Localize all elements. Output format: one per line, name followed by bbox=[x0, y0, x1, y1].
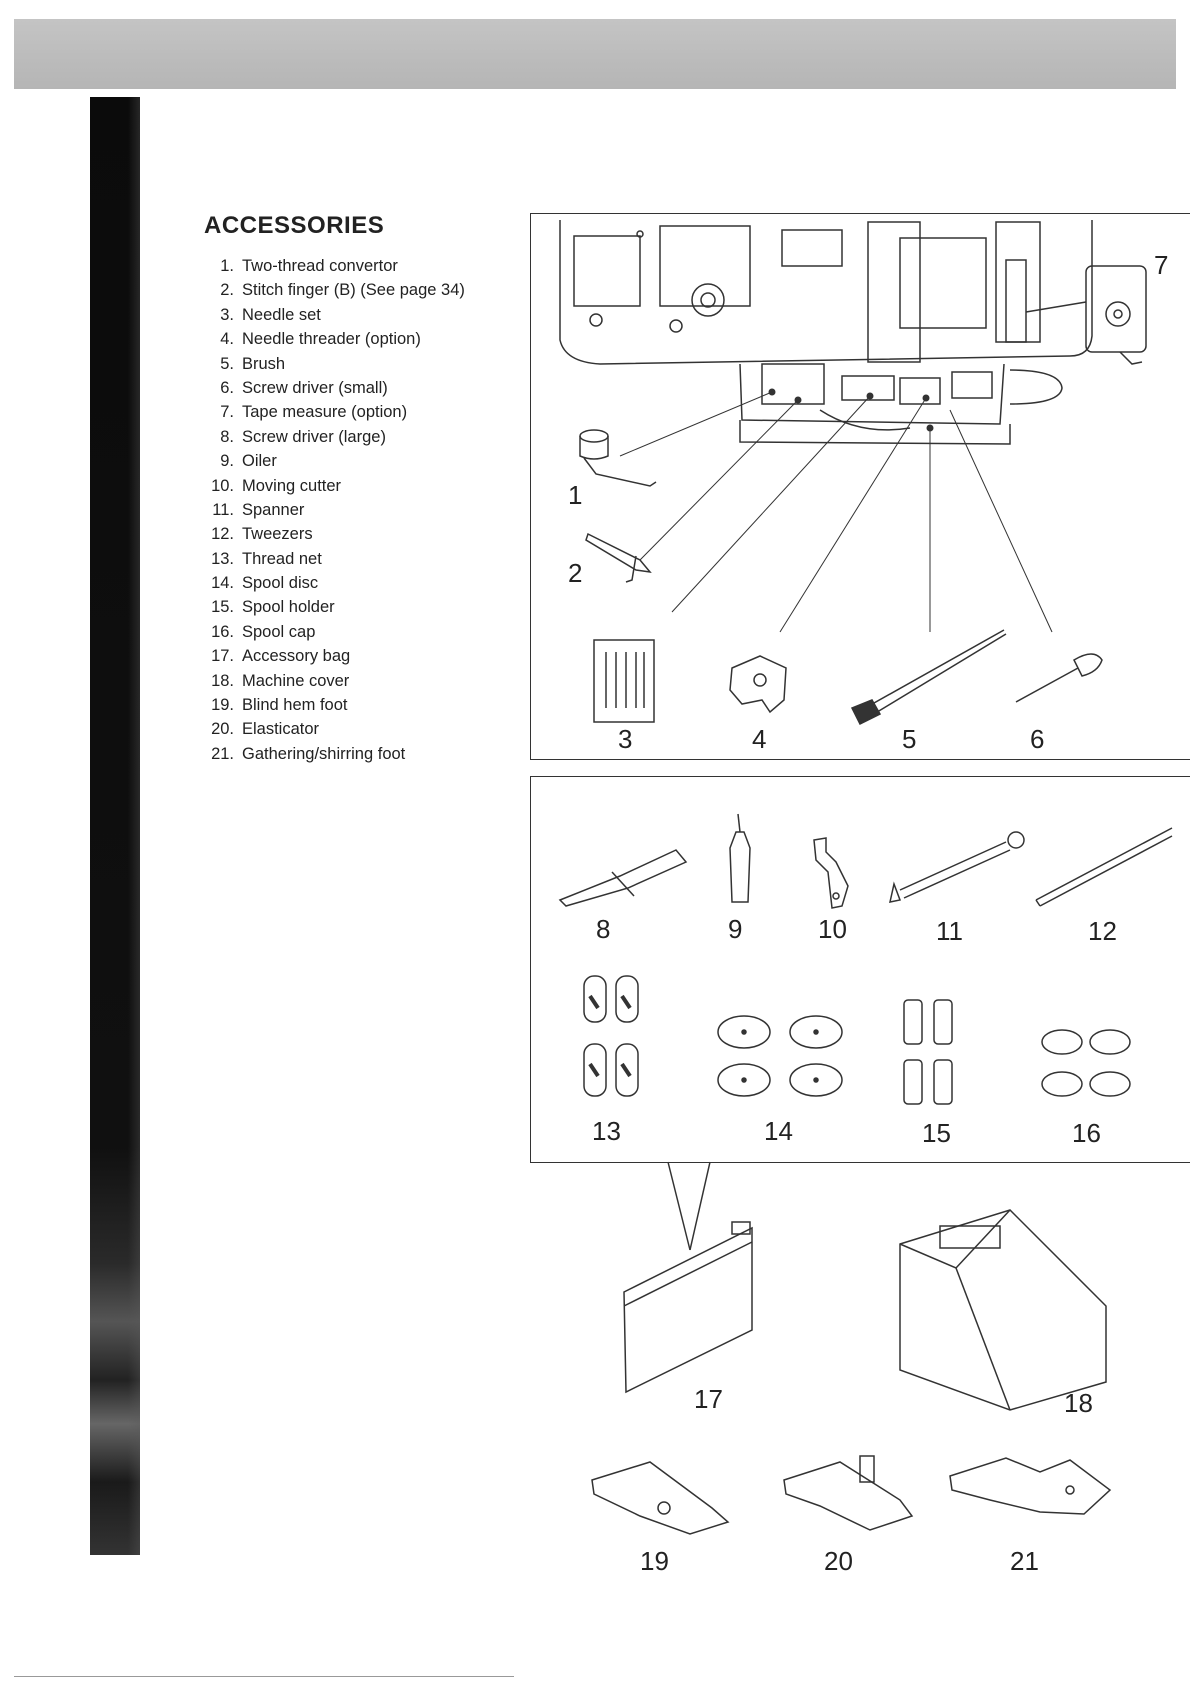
list-item: 10.Moving cutter bbox=[211, 476, 342, 495]
callout-18: 18 bbox=[1064, 1388, 1093, 1418]
list-item: 1.Two-thread convertor bbox=[220, 257, 398, 275]
list-item: 11.Spanner bbox=[212, 500, 305, 519]
list-item: 5.Brush bbox=[220, 354, 286, 373]
bottom-rule bbox=[14, 1676, 514, 1677]
accessory-bag-drawing bbox=[623, 1161, 753, 1394]
moving-cutter-drawing bbox=[813, 837, 849, 909]
spool-cap-drawing bbox=[1041, 1029, 1131, 1097]
callout-3: 3 bbox=[618, 724, 633, 754]
callout-lines bbox=[619, 388, 1053, 633]
needle-set-drawing bbox=[593, 639, 655, 723]
tweezers-drawing bbox=[1035, 827, 1173, 907]
list-item: 3.Needle set bbox=[220, 305, 321, 324]
machine-interior-drawing bbox=[559, 220, 1147, 445]
list-item: 20.Elasticator bbox=[211, 720, 320, 739]
oiler-drawing bbox=[729, 813, 751, 903]
list-item: 7.Tape measure (option) bbox=[220, 403, 408, 422]
callout-19: 19 bbox=[640, 1546, 669, 1576]
callout-2: 2 bbox=[568, 558, 583, 588]
spool-holder-drawing bbox=[903, 999, 953, 1105]
large-screwdriver-drawing bbox=[558, 849, 688, 907]
list-item: 8.Screw driver (large) bbox=[220, 427, 386, 446]
presser-feet-drawing bbox=[591, 1455, 1112, 1535]
header-band bbox=[14, 19, 1176, 89]
list-item: 19.Blind hem foot bbox=[211, 696, 348, 715]
needle-threader-drawing bbox=[729, 655, 787, 714]
callout-7: 7 bbox=[1154, 250, 1169, 280]
spanner-drawing bbox=[889, 831, 1025, 903]
callout-17: 17 bbox=[694, 1384, 723, 1414]
machine-cover-drawing bbox=[899, 1209, 1107, 1411]
list-item: 17.Accessory bag bbox=[211, 647, 351, 666]
thread-net-drawing bbox=[583, 975, 639, 1097]
callout-9: 9 bbox=[728, 914, 743, 944]
callout-20: 20 bbox=[824, 1546, 853, 1576]
callout-1: 1 bbox=[568, 480, 583, 510]
list-item: 12.Tweezers bbox=[211, 525, 313, 544]
small-accessories-panel bbox=[530, 776, 1190, 1163]
page-title: ACCESSORIES bbox=[204, 212, 385, 239]
list-item: 18.Machine cover bbox=[211, 671, 350, 690]
list-item: 13.Thread net bbox=[211, 549, 322, 568]
callout-14: 14 bbox=[764, 1116, 793, 1146]
stitch-finger-drawing bbox=[585, 532, 652, 583]
list-item: 15.Spool holder bbox=[211, 598, 335, 617]
callout-21: 21 bbox=[1010, 1546, 1039, 1576]
callout-13: 13 bbox=[592, 1116, 621, 1146]
list-item: 14.Spool disc bbox=[211, 574, 319, 593]
list-item: 4.Needle threader (option) bbox=[220, 330, 421, 349]
callout-4: 4 bbox=[752, 724, 767, 754]
callout-16: 16 bbox=[1072, 1118, 1101, 1148]
small-screwdriver-drawing bbox=[1015, 653, 1103, 703]
machine-diagram-panel bbox=[530, 213, 1190, 760]
callout-12: 12 bbox=[1088, 916, 1117, 946]
brush-drawing bbox=[850, 629, 1007, 726]
list-item: 21.Gathering/shirring foot bbox=[211, 744, 406, 763]
callout-8: 8 bbox=[596, 914, 611, 944]
callout-5: 5 bbox=[902, 724, 917, 754]
callout-6: 6 bbox=[1030, 724, 1045, 754]
accessories-list: 1.Two-thread convertor 2.Stitch finger (… bbox=[196, 254, 465, 766]
callout-10: 10 bbox=[818, 914, 847, 944]
list-item: 16.Spool cap bbox=[211, 622, 316, 641]
list-item: 9.Oiler bbox=[220, 452, 277, 471]
list-item: 6.Screw driver (small) bbox=[220, 378, 388, 397]
convertor-drawing bbox=[579, 429, 657, 487]
spool-disc-drawing bbox=[717, 1015, 843, 1097]
list-item: 2.Stitch finger (B) (See page 34) bbox=[220, 281, 465, 300]
callout-11: 11 bbox=[936, 916, 963, 946]
scan-edge-bar bbox=[90, 97, 140, 1555]
callout-15: 15 bbox=[922, 1118, 951, 1148]
